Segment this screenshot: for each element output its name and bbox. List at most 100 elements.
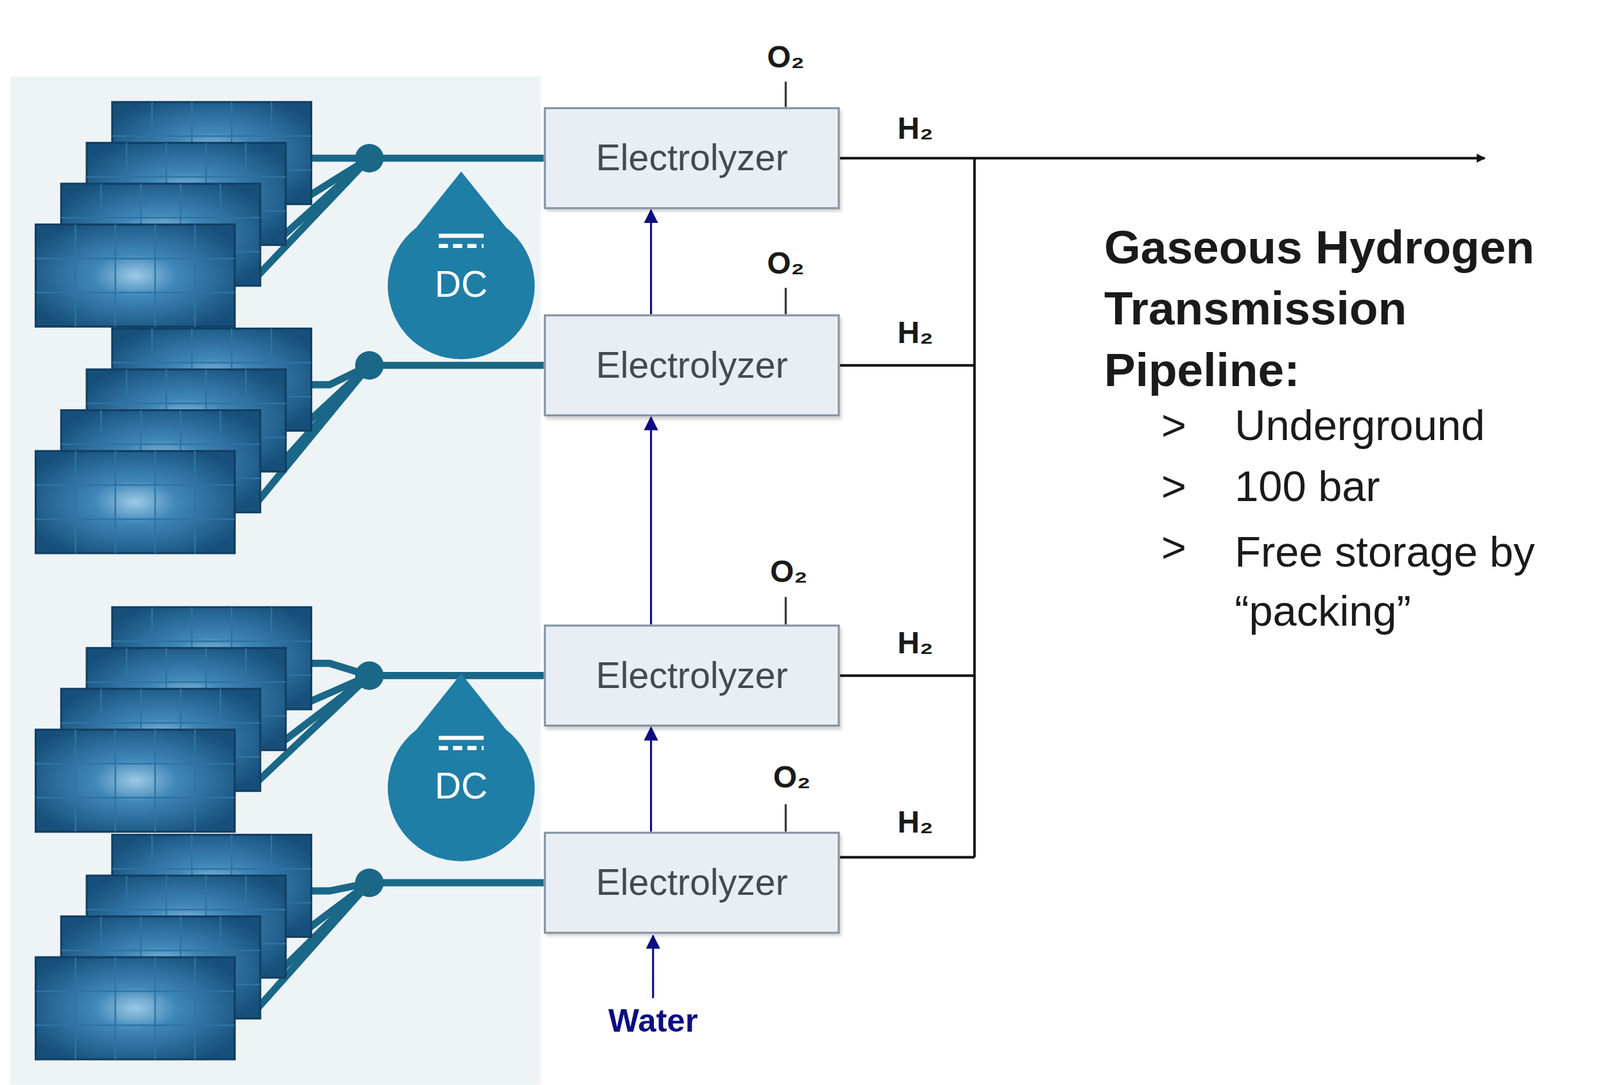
dc-label: DC: [434, 763, 489, 808]
panel-grid: [112, 640, 312, 642]
panel-grid: [193, 957, 196, 1060]
water-flow-arrow: [650, 727, 652, 832]
panel-grid: [154, 957, 156, 1060]
panel-grid: [35, 990, 236, 992]
water-label: Water: [608, 1000, 698, 1040]
o2-line: [784, 287, 787, 315]
bullet-text: 100 bar: [1234, 461, 1380, 512]
panel-grid: [35, 763, 236, 765]
dc-sign: [438, 745, 484, 750]
panel-grid: [61, 443, 261, 445]
panel-grid: [112, 135, 312, 137]
panel-grid: [86, 681, 286, 683]
solar-panel: [35, 729, 236, 832]
panel-grid: [74, 450, 76, 554]
dc-drop: [387, 673, 536, 862]
panel-grid: [193, 224, 196, 327]
dc-bus: [369, 671, 545, 679]
panel-grid: [35, 484, 236, 486]
panel-grid: [35, 518, 236, 520]
gas-label: H₂: [897, 624, 934, 661]
electrolyzer-box: Electrolyzer: [544, 314, 841, 417]
panel-grid: [61, 949, 261, 951]
box-label: Electrolyzer: [581, 861, 802, 905]
panel-frame: [35, 957, 236, 1060]
panel-grid: [114, 224, 116, 327]
gas-label: H₂: [897, 110, 934, 148]
o2-line: [784, 804, 787, 832]
bullet-text: Free storage by “packing”: [1234, 522, 1541, 641]
water-inlet: [651, 935, 654, 999]
panel-grid: [86, 908, 286, 911]
panel-grid: [112, 361, 312, 363]
h2-line: [839, 674, 975, 677]
box-label: Electrolyzer: [581, 136, 802, 180]
junction-dot: [355, 350, 384, 379]
panel-grid: [86, 175, 286, 178]
box-label: Electrolyzer: [581, 343, 802, 387]
h2-line: [839, 855, 975, 859]
solar-panel: [35, 450, 236, 554]
electrolyzer-box: Electrolyzer: [544, 107, 841, 210]
dc-sign: [438, 244, 484, 248]
o2-line: [784, 596, 787, 625]
panel-grid: [154, 450, 156, 554]
dc-sign: [438, 735, 484, 740]
panel-grid: [114, 450, 116, 554]
panel-grid: [154, 224, 156, 327]
water-flow-arrow: [650, 210, 652, 315]
dc-symbols: [387, 171, 536, 862]
panel-grid: [74, 729, 76, 832]
solar-panel: [35, 224, 236, 327]
panel-frame: [35, 450, 236, 554]
panel-grid: [74, 224, 76, 327]
gas-label: H₂: [897, 804, 934, 841]
panel-grid: [154, 729, 156, 832]
junction-dot: [355, 868, 384, 897]
panel-grid: [114, 957, 116, 1060]
bullet-marker: >: [1161, 400, 1187, 451]
dc-bus: [369, 879, 545, 887]
gas-label: O₂: [766, 38, 805, 76]
pipeline-title: Gaseous Hydrogen Transmission Pipeline:: [1104, 216, 1595, 401]
dc-label: DC: [434, 261, 489, 306]
panel-grid: [35, 1024, 236, 1026]
gas-label: O₂: [773, 759, 811, 796]
panel-grid: [35, 291, 236, 293]
pipeline-line: [839, 156, 1485, 160]
panel-grid: [74, 957, 76, 1060]
dc-sign: [438, 233, 484, 238]
o2-line: [784, 81, 787, 108]
panel-grid: [35, 797, 236, 799]
junction-dot: [355, 143, 384, 173]
solar-panel: [35, 957, 236, 1060]
panel-grid: [35, 257, 236, 259]
dc-bus: [369, 361, 545, 369]
panel-grid: [193, 729, 196, 832]
dc-drop: [387, 171, 536, 360]
dc-bus: [369, 154, 545, 162]
panel-grid: [193, 450, 196, 554]
bullet-text: Underground: [1234, 400, 1485, 451]
water-flow-arrow: [650, 417, 652, 625]
electrolyzer-box: Electrolyzer: [544, 831, 841, 934]
h2-line: [839, 364, 975, 367]
panel-grid: [86, 402, 286, 405]
panel-frame: [35, 224, 236, 327]
h2-bus: [973, 158, 976, 857]
panel-grid: [61, 217, 261, 219]
panel-grid: [61, 721, 261, 724]
panel-frame: [35, 729, 236, 832]
bullet-marker: >: [1161, 522, 1187, 573]
background-panel: [10, 76, 541, 1085]
gas-label: H₂: [897, 314, 934, 351]
gas-label: O₂: [770, 553, 808, 590]
electrolyzer-box: Electrolyzer: [544, 624, 841, 727]
junction-dot: [355, 660, 384, 690]
box-label: Electrolyzer: [581, 653, 802, 697]
solar-panels: [35, 102, 545, 1060]
panel-grid: [112, 867, 312, 870]
gas-label: O₂: [766, 244, 805, 282]
panel-grid: [114, 729, 116, 832]
bullet-marker: >: [1161, 461, 1187, 512]
